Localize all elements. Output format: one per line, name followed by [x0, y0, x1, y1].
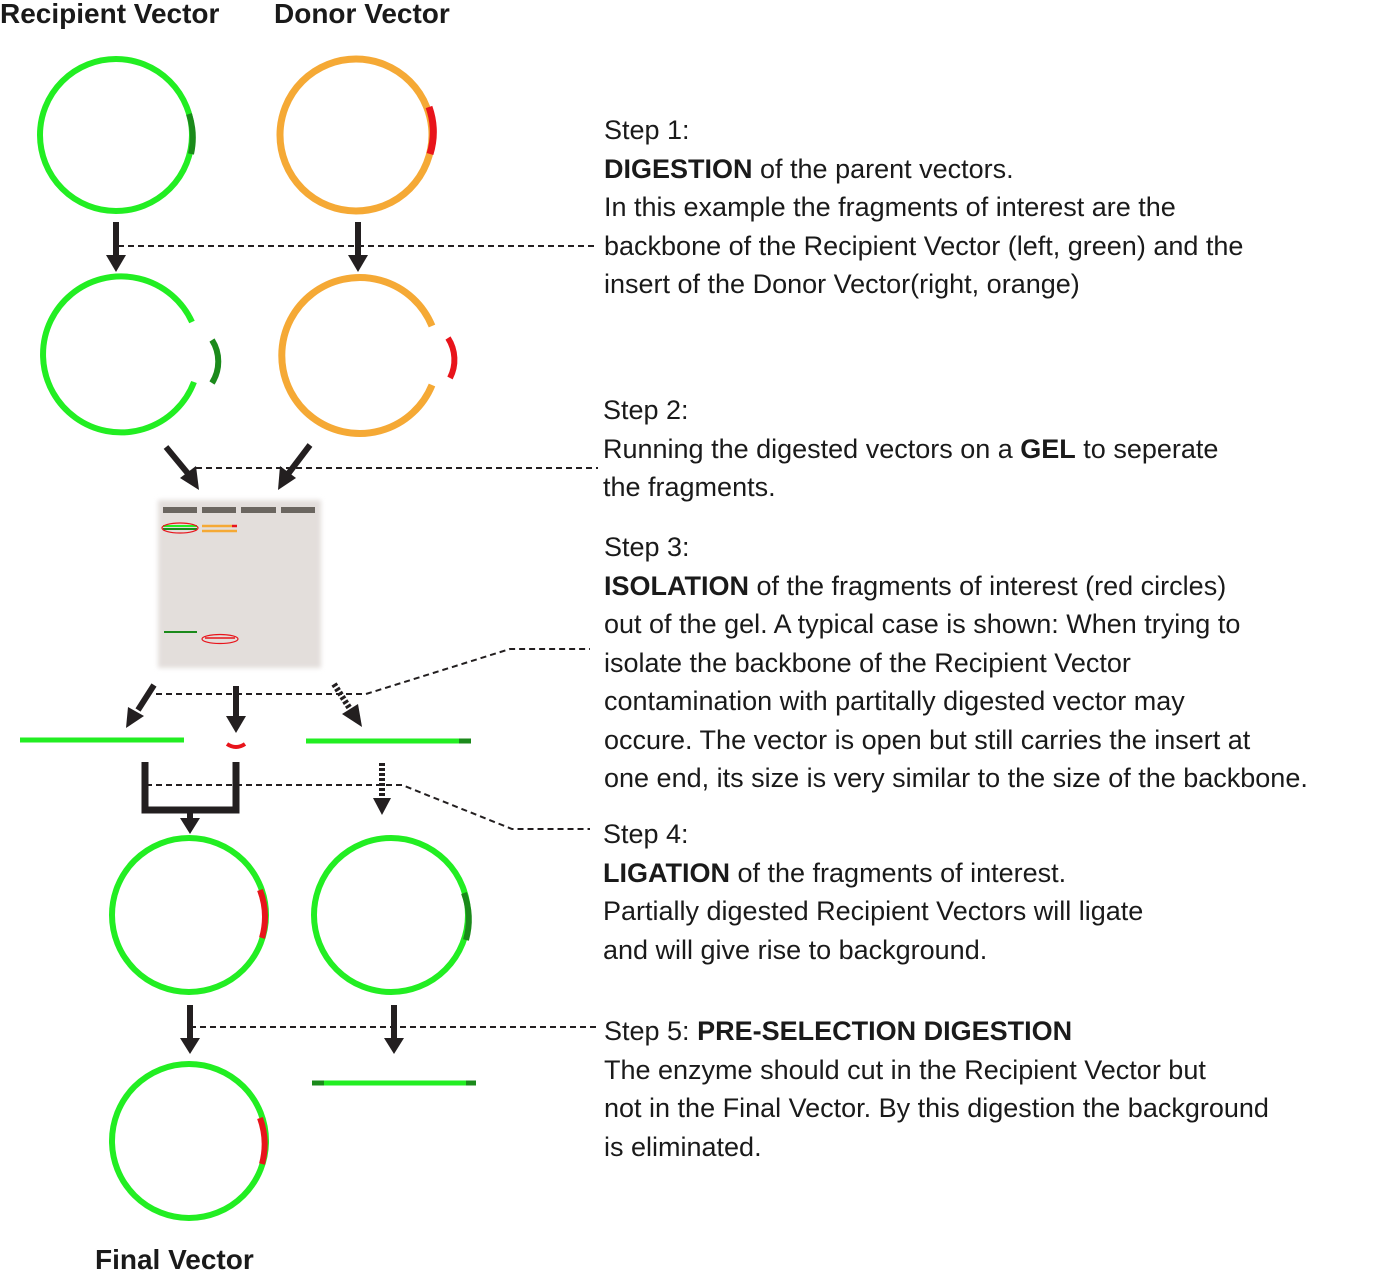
- step-keyword: ISOLATION: [604, 570, 749, 601]
- step-line: DIGESTION of the parent vectors.: [604, 150, 1243, 189]
- final-vector-circle: [109, 1061, 269, 1221]
- arrow-step3-backbone: [126, 683, 157, 728]
- step-text: backbone of the Recipient Vector (left, …: [604, 230, 1244, 261]
- step-text: The enzyme should cut in the Recipient V…: [604, 1054, 1206, 1085]
- digested-donor-vector: [278, 274, 458, 437]
- step-line: Running the digested vectors on a GEL to…: [603, 430, 1218, 469]
- gel-well-4: [281, 507, 315, 513]
- step-line: isolate the backbone of the Recipient Ve…: [604, 644, 1308, 683]
- recipient-vector-title: Recipient Vector: [0, 0, 220, 29]
- arrow-step3-contaminant: [331, 682, 362, 727]
- step-text: occure. The vector is open but still car…: [604, 724, 1251, 755]
- step-text: not in the Final Vector. By this digesti…: [604, 1093, 1269, 1123]
- step-line: Step 1:: [604, 111, 1243, 150]
- step-text: one end, its size is very similar to the…: [604, 763, 1308, 793]
- step-line: occure. The vector is open but still car…: [604, 721, 1308, 760]
- step-keyword: PRE-SELECTION DIGESTION: [697, 1016, 1073, 1046]
- step-text: Partially digested Recipient Vectors wil…: [603, 896, 1144, 926]
- step-line: In this example the fragments of interes…: [604, 188, 1243, 227]
- step-line: insert of the Donor Vector(right, orange…: [604, 265, 1243, 304]
- religated-background-vector: [311, 835, 472, 995]
- step2-text: Step 2: Running the digested vectors on a…: [603, 391, 1218, 507]
- step-line: Step 2:: [603, 391, 1218, 430]
- step-text: Step 1:: [604, 115, 690, 145]
- agarose-gel: [158, 500, 321, 668]
- arrow-step4-contaminant: [373, 763, 391, 815]
- step1-text: Step 1:DIGESTION of the parent vectors.I…: [604, 111, 1243, 304]
- step3-text: Step 3: ISOLATION of the fragments of int…: [604, 528, 1308, 798]
- isolated-insert-fragment: [225, 742, 247, 749]
- step-line: Step 5: PRE-SELECTION DIGESTION: [604, 1012, 1269, 1051]
- leader-step4: [146, 784, 590, 830]
- final-vector-title: Final Vector: [95, 1244, 254, 1275]
- step-line: The enzyme should cut in the Recipient V…: [604, 1051, 1269, 1090]
- step-line: LIGATION of the fragments of interest.: [603, 854, 1143, 893]
- step-text: In this example the fragments of interes…: [604, 192, 1176, 222]
- recipient-vector-circle: [37, 56, 196, 214]
- step-text: Step 3:: [604, 532, 690, 562]
- step-line: and will give rise to background.: [603, 931, 1143, 970]
- donor-vector-circle: [276, 55, 437, 215]
- step-line: one end, its size is very similar to the…: [604, 759, 1308, 798]
- ligated-final-vector: [109, 835, 269, 995]
- step-keyword: GEL: [1020, 433, 1076, 464]
- step-keyword: DIGESTION: [604, 153, 753, 184]
- step-text: Step 4:: [603, 819, 689, 849]
- step-line: contamination with partitally digested v…: [604, 682, 1308, 721]
- arrow-step5-final: [180, 1005, 200, 1054]
- arrow-step2-recipient: [163, 445, 199, 490]
- step-line: Step 4:: [603, 815, 1143, 854]
- step-text: Step 2:: [603, 395, 689, 425]
- arrow-step5-background: [384, 1005, 404, 1054]
- step-text: contamination with partitally digested v…: [604, 686, 1185, 716]
- digested-recipient-vector: [40, 273, 222, 436]
- step-line: Partially digested Recipient Vectors wil…: [603, 892, 1143, 931]
- step-text: to seperate: [1075, 433, 1219, 464]
- step-line: not in the Final Vector. By this digesti…: [604, 1089, 1269, 1128]
- gel-well-1: [163, 507, 197, 513]
- step-text: is eliminated.: [604, 1131, 762, 1162]
- arrow-step3-insert: [226, 686, 246, 733]
- step-text: isolate the backbone of the Recipient Ve…: [604, 647, 1131, 678]
- step-text: the fragments.: [603, 472, 776, 502]
- gel-well-2: [202, 507, 236, 513]
- step-line: out of the gel. A typical case is shown:…: [604, 605, 1308, 644]
- leader-step3: [156, 648, 590, 695]
- gel-well-3: [241, 507, 276, 513]
- step-text: Running the digested vectors on a: [603, 433, 1021, 464]
- step-line: backbone of the Recipient Vector (left, …: [604, 227, 1243, 266]
- ligation-bracket-arrow: [141, 762, 240, 834]
- step-text: insert of the Donor Vector(right, orange…: [604, 269, 1080, 299]
- donor-vector-title: Donor Vector: [274, 0, 450, 29]
- step-text: of the fragments of interest.: [729, 857, 1067, 888]
- step-text: of the parent vectors.: [752, 153, 1014, 184]
- step-line: the fragments.: [603, 468, 1218, 507]
- step-text: Step 5:: [604, 1016, 698, 1046]
- step-line: Step 3:: [604, 528, 1308, 567]
- step-text: and will give rise to background.: [603, 934, 988, 965]
- arrow-step1-donor: [348, 222, 368, 272]
- step4-text: Step 4: LIGATION of the fragments of inte…: [603, 815, 1143, 969]
- arrow-step1-recipient: [106, 222, 126, 272]
- gel-isolation-circle-backbone: [161, 522, 199, 534]
- step-line: is eliminated.: [604, 1128, 1269, 1167]
- arrow-step2-donor: [278, 443, 313, 490]
- step-line: ISOLATION of the fragments of interest (…: [604, 567, 1308, 606]
- step-keyword: LIGATION: [603, 857, 730, 888]
- step-text: of the fragments of interest (red circle…: [749, 570, 1227, 601]
- gel-isolation-circle-insert: [201, 633, 239, 645]
- step-text: out of the gel. A typical case is shown:…: [604, 609, 1241, 639]
